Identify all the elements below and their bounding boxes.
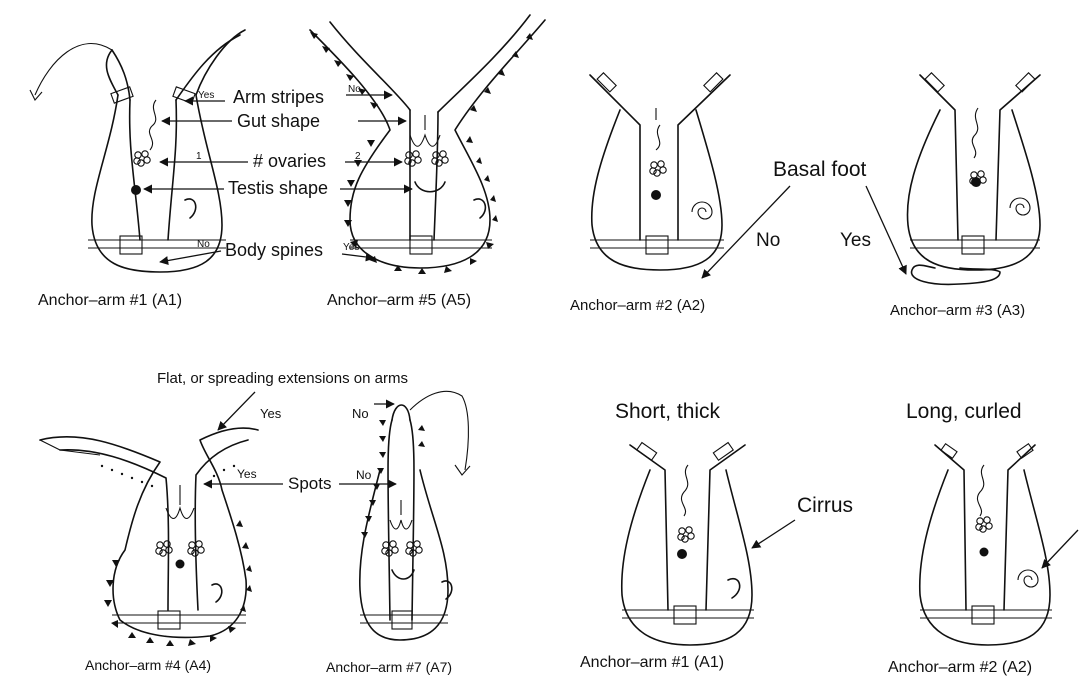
label-yes-spines: Yes	[343, 242, 359, 253]
caption-a7: Anchor–arm #7 (A7)	[326, 659, 452, 675]
label-spots-yes: Yes	[237, 467, 257, 481]
label-two-ovaries: 2	[355, 151, 361, 162]
arrow-extensions-yes	[218, 392, 255, 430]
caption-a4: Anchor–arm #4 (A4)	[85, 657, 211, 673]
label-one-ovary: 1	[196, 151, 202, 162]
cirrus-legend: Short, thick Long, curled Cirrus	[615, 400, 1078, 568]
label-body-spines: Body spines	[225, 240, 323, 260]
label-spots: Spots	[288, 474, 331, 493]
specimen-a2-top	[590, 73, 730, 270]
label-extensions-yes: Yes	[260, 406, 282, 421]
arrow-cirrus	[752, 520, 795, 548]
label-testis-shape: Testis shape	[228, 178, 328, 198]
label-short-thick: Short, thick	[615, 400, 721, 423]
caption-a3: Anchor–arm #3 (A3)	[890, 302, 1025, 319]
specimen-a7	[360, 391, 470, 640]
label-gut-shape: Gut shape	[237, 111, 320, 131]
caption-a1-top: Anchor–arm #1 (A1)	[38, 292, 182, 309]
label-basal-foot-yes: Yes	[840, 230, 871, 251]
label-no-spines: No	[197, 239, 210, 250]
arrow-cirrus-long	[1042, 530, 1078, 568]
label-no-stripes: No	[348, 84, 361, 95]
specimen-a3	[907, 73, 1040, 285]
label-flat-extensions: Flat, or spreading extensions on arms	[157, 370, 408, 387]
caption-a2-bottom: Anchor–arm #2 (A2)	[888, 659, 1032, 676]
specimen-a4	[40, 428, 258, 646]
label-cirrus: Cirrus	[797, 494, 853, 517]
specimen-a2-bottom	[920, 444, 1052, 645]
label-basal-foot-no: No	[756, 230, 780, 251]
label-arm-stripes: Arm stripes	[233, 87, 324, 107]
character-legend: Arm stripes Gut shape # ovaries Testis s…	[144, 84, 412, 262]
specimen-a1-bottom	[622, 443, 754, 645]
specimen-a1-top	[30, 30, 245, 272]
label-ovaries: # ovaries	[253, 151, 326, 171]
label-extensions-no: No	[352, 406, 369, 421]
caption-a5: Anchor–arm #5 (A5)	[327, 292, 471, 309]
basal-foot-legend: Basal foot No Yes	[702, 158, 906, 278]
label-yes-stripes: Yes	[198, 90, 214, 101]
caption-a1-bottom: Anchor–arm #1 (A1)	[580, 654, 724, 671]
arrow-basal-foot-yes	[866, 186, 906, 274]
caption-a2-top: Anchor–arm #2 (A2)	[570, 297, 705, 314]
specimen-a5	[310, 15, 545, 274]
label-basal-foot: Basal foot	[773, 158, 867, 181]
label-spots-no: No	[356, 468, 372, 482]
extensions-legend: Flat, or spreading extensions on arms Ye…	[157, 370, 408, 493]
label-long-curled: Long, curled	[906, 400, 1022, 423]
captions: Anchor–arm #1 (A1) Anchor–arm #5 (A5) An…	[38, 292, 1032, 676]
